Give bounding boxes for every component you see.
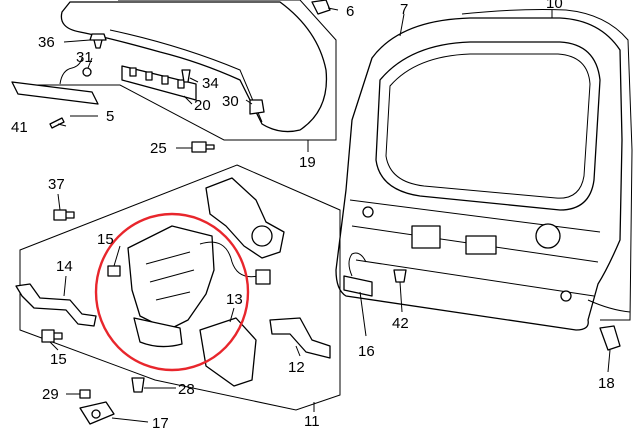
callout-7: 7 — [400, 1, 408, 18]
callout-14: 14 — [56, 258, 73, 275]
tailgate-lock-pocket — [411, 225, 441, 249]
callout-36: 36 — [38, 34, 55, 51]
callout-25: 25 — [150, 140, 167, 157]
callout-28: 28 — [178, 381, 195, 398]
callout-17: 17 — [152, 415, 169, 430]
latch-connector — [255, 269, 271, 285]
clip-6 — [311, 0, 331, 15]
latch-body — [127, 225, 215, 331]
tailgate-handle-pocket — [465, 235, 497, 255]
gas-strut-18 — [599, 325, 621, 351]
bolt-15a — [107, 265, 121, 277]
clip-31 — [82, 67, 92, 77]
screw-28 — [131, 377, 145, 393]
spoiler-mount-strip — [121, 65, 197, 101]
striker-29-bolt — [79, 389, 91, 399]
callout-10: 10 — [546, 0, 563, 12]
tailgate-assembly — [335, 9, 633, 351]
weatherstrip-lower — [587, 299, 631, 313]
callout-41: 41 — [11, 119, 28, 136]
latch-detail — [145, 251, 195, 301]
bolt-25 — [191, 141, 215, 153]
latch-assembly — [15, 164, 341, 425]
bolt-37 — [53, 209, 75, 221]
grommet-42 — [393, 269, 407, 283]
callout-34: 34 — [202, 75, 219, 92]
callout-13: 13 — [226, 291, 243, 308]
callout-37: 37 — [48, 176, 65, 193]
harness-16-wire — [348, 252, 367, 277]
callout-6: 6 — [346, 3, 354, 20]
grommet-36 — [89, 33, 107, 49]
callout-labels: 36 31 34 20 30 41 5 25 19 6 7 10 37 15 1… — [11, 0, 615, 430]
lock-actuator-motor — [205, 177, 285, 259]
actuator-gear — [251, 225, 273, 247]
tailgate-hole-a — [362, 206, 374, 218]
leader-lines — [49, 7, 611, 423]
callout-18: 18 — [598, 375, 615, 392]
clip-34 — [181, 69, 191, 83]
callout-42: 42 — [392, 315, 409, 332]
cover-13 — [199, 317, 257, 387]
striker-17-hole — [91, 409, 101, 419]
spoiler-frame — [20, 0, 337, 141]
tailgate-hole-b — [560, 290, 572, 302]
tailgate-window-inner — [385, 53, 591, 199]
spoiler-assembly — [11, 0, 337, 153]
tailgate-speaker-hole — [535, 223, 561, 249]
callout-31: 31 — [76, 49, 93, 66]
callout-19: 19 — [299, 154, 316, 171]
brake-light-wire — [59, 57, 83, 85]
callout-15b: 15 — [50, 351, 67, 368]
latch-frame — [19, 164, 341, 411]
callout-16: 16 — [358, 343, 375, 360]
latch-lower-cylinder — [133, 317, 183, 348]
highlight-circle — [94, 212, 250, 372]
callout-29: 29 — [42, 386, 59, 403]
screw-41 — [49, 117, 65, 129]
rod-14 — [15, 283, 97, 327]
nut-30 — [249, 99, 265, 115]
tailgate-harness-16 — [343, 275, 373, 297]
bolt-15b — [41, 329, 63, 343]
spoiler-inner-rib — [109, 29, 263, 123]
callout-30: 30 — [222, 93, 239, 110]
tailgate-weatherstrip — [461, 9, 633, 321]
bracket-12 — [269, 317, 331, 359]
spoiler-mount-clips — [129, 67, 185, 89]
callout-20: 20 — [194, 97, 211, 114]
high-mount-brake-light — [11, 81, 99, 105]
callout-15a: 15 — [97, 231, 114, 248]
tailgate-window-opening — [375, 41, 601, 211]
callout-12: 12 — [288, 359, 305, 376]
callout-5: 5 — [106, 108, 114, 125]
callout-11: 11 — [304, 413, 320, 430]
